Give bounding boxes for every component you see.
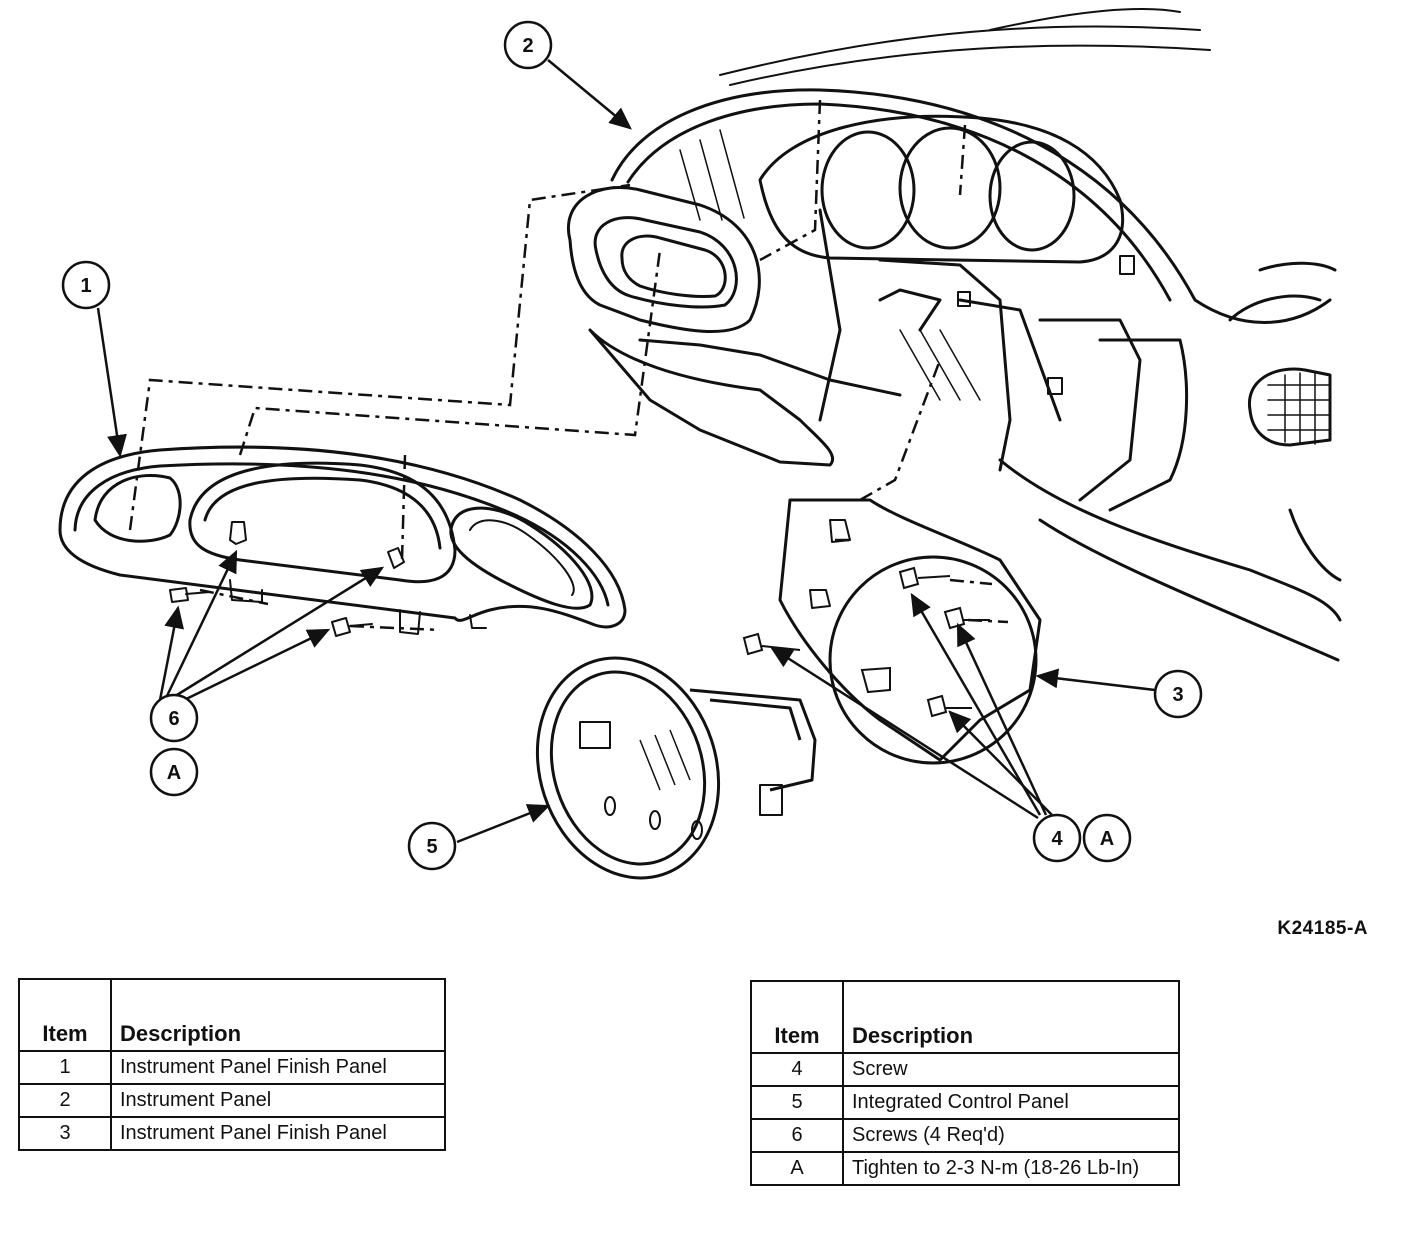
callout-5: 5 <box>407 821 457 871</box>
svg-text:5: 5 <box>426 836 437 858</box>
item-description: Integrated Control Panel <box>842 1085 1180 1120</box>
item-column-header: Item <box>18 978 112 1052</box>
item-description: Instrument Panel <box>110 1083 446 1118</box>
integrated-control-panel-illustration <box>535 656 817 880</box>
finish-panel-lower-illustration <box>778 498 1042 762</box>
instrument-panel-illustration <box>567 8 1342 662</box>
item-description: Screws (4 Req'd) <box>842 1118 1180 1153</box>
legend-table-right: Item Description 4 Screw 5 Integrated Co… <box>750 980 1180 1186</box>
callout-3: 3 <box>1153 669 1203 719</box>
description-column-header: Description <box>110 978 446 1052</box>
svg-text:1: 1 <box>80 275 91 297</box>
callout-1: 1 <box>61 260 111 310</box>
item-number: 2 <box>18 1083 112 1118</box>
figure-code: K24185-A <box>1277 918 1368 939</box>
legend-row: 5 Integrated Control Panel <box>750 1085 1180 1120</box>
callout-a-left: A <box>149 747 199 797</box>
legend-row: 6 Screws (4 Req'd) <box>750 1118 1180 1153</box>
item-description: Instrument Panel Finish Panel <box>110 1116 446 1151</box>
callout-6: 6 <box>149 693 199 743</box>
legend-row: 2 Instrument Panel <box>18 1083 446 1118</box>
item-description: Tighten to 2-3 N-m (18-26 Lb-In) <box>842 1151 1180 1186</box>
leader-lines <box>96 59 1156 844</box>
legend-header-row: Item Description <box>18 978 446 1052</box>
item-number: 1 <box>18 1050 112 1085</box>
legend-row: 4 Screw <box>750 1052 1180 1087</box>
item-number: 4 <box>750 1052 844 1087</box>
legend-header-row: Item Description <box>750 980 1180 1054</box>
svg-text:A: A <box>1100 828 1114 850</box>
description-column-header: Description <box>842 980 1180 1054</box>
legend-row: A Tighten to 2-3 N-m (18-26 Lb-In) <box>750 1151 1180 1186</box>
item-description: Instrument Panel Finish Panel <box>110 1050 446 1085</box>
assembly-dashed-lines <box>128 99 1009 632</box>
legend-row: 3 Instrument Panel Finish Panel <box>18 1116 446 1151</box>
svg-text:3: 3 <box>1172 684 1183 706</box>
legend-row: 1 Instrument Panel Finish Panel <box>18 1050 446 1085</box>
svg-text:A: A <box>167 762 181 784</box>
detail-circle <box>828 555 1038 765</box>
legend-table-left: Item Description 1 Instrument Panel Fini… <box>18 978 446 1151</box>
svg-text:2: 2 <box>522 35 533 57</box>
callout-a-right: A <box>1082 813 1132 863</box>
item-number: 6 <box>750 1118 844 1153</box>
svg-text:4: 4 <box>1051 828 1063 850</box>
item-column-header: Item <box>750 980 844 1054</box>
exploded-view-diagram: 1 2 3 4 5 6 A A <box>58 8 1342 880</box>
svg-text:6: 6 <box>168 708 179 730</box>
item-number: A <box>750 1151 844 1186</box>
item-description: Screw <box>842 1052 1180 1087</box>
callout-2: 2 <box>503 20 553 70</box>
item-number: 5 <box>750 1085 844 1120</box>
callout-4: 4 <box>1032 813 1082 863</box>
item-number: 3 <box>18 1116 112 1151</box>
finish-panel-illustration <box>58 445 627 637</box>
